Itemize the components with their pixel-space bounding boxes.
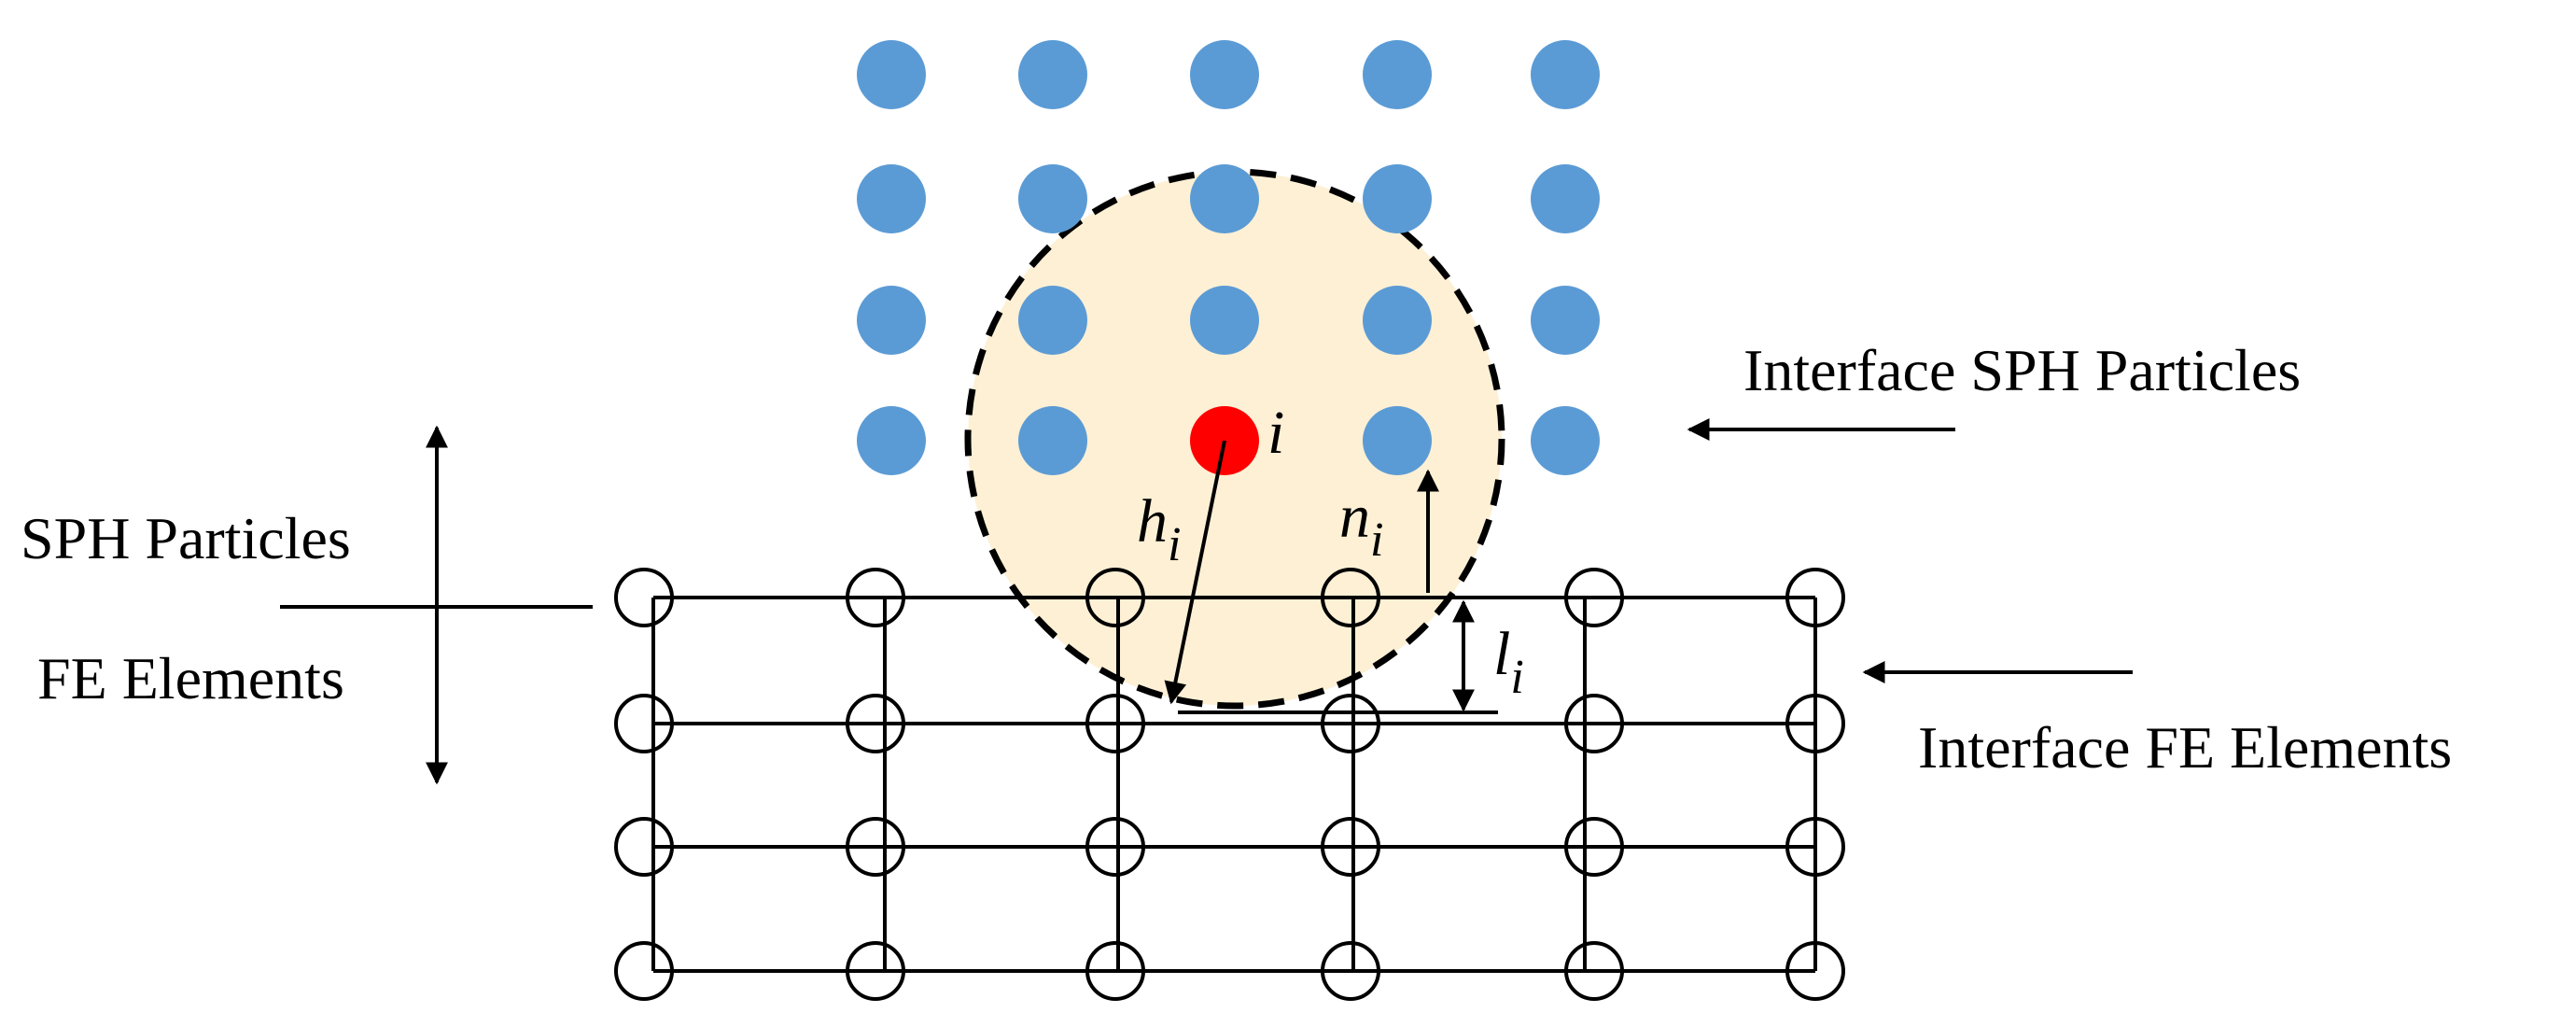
h-subscript: i (1168, 518, 1181, 571)
sph-particle (1190, 286, 1259, 355)
fe-node (846, 817, 905, 877)
h-radius-arrow (1164, 440, 1226, 705)
sph-particle (1531, 40, 1600, 109)
fe-node (1785, 941, 1845, 1001)
fe-node (1321, 568, 1380, 627)
particle-i-label: i (1267, 399, 1284, 467)
fe-node (1564, 941, 1624, 1001)
fe-element-mesh (614, 568, 1845, 1001)
n-i-label: ni (1339, 483, 1383, 567)
sph-particle (857, 40, 926, 109)
n-symbol: n (1339, 483, 1370, 551)
fe-node (1321, 817, 1380, 877)
fe-node (846, 568, 905, 627)
sph-particle (1190, 40, 1259, 109)
fe-node (1564, 817, 1624, 877)
sph-particle (857, 164, 926, 233)
h-symbol: h (1137, 487, 1168, 556)
n-subscript: i (1370, 514, 1383, 567)
fe-node (1085, 694, 1145, 753)
fe-node (614, 817, 674, 877)
fe-node (1321, 941, 1380, 1001)
fe-node (1785, 694, 1845, 753)
sph-particle (1018, 286, 1087, 355)
fe-node (846, 941, 905, 1001)
sph-particle (1190, 164, 1259, 233)
h-i-label: hi (1137, 487, 1181, 571)
sph-particle-grid (857, 40, 1600, 475)
sph-particle (1531, 406, 1600, 475)
fe-node (614, 694, 674, 753)
sph-particle (1018, 164, 1087, 233)
fe-node (1564, 694, 1624, 753)
fe-node (614, 568, 674, 627)
interface-fe-label: Interface FE Elements (1918, 714, 2452, 781)
fe-node (1785, 568, 1845, 627)
fe-node (1785, 817, 1845, 877)
l-symbol: l (1493, 620, 1510, 688)
l-subscript: i (1510, 651, 1523, 704)
fe-node (614, 941, 674, 1001)
fe-node (1085, 568, 1145, 627)
sph-particle (1018, 40, 1087, 109)
fe-node (1321, 694, 1380, 753)
l-i-label: li (1493, 620, 1524, 704)
fe-node (1085, 817, 1145, 877)
sph-particle (1363, 286, 1432, 355)
sph-particle (1363, 40, 1432, 109)
fe-elements-label: FE Elements (37, 645, 344, 711)
sph-particle (857, 286, 926, 355)
sph-particle (857, 406, 926, 475)
fe-node (846, 694, 905, 753)
sph-particle (1363, 406, 1432, 475)
fe-node (1564, 568, 1624, 627)
sph-particle (1363, 164, 1432, 233)
sph-particles-label: SPH Particles (21, 505, 351, 571)
interface-sph-label: Interface SPH Particles (1743, 337, 2301, 403)
sph-particle (1531, 286, 1600, 355)
sph-particle (1531, 164, 1600, 233)
sph-particle (1018, 406, 1087, 475)
fe-node (1085, 941, 1145, 1001)
